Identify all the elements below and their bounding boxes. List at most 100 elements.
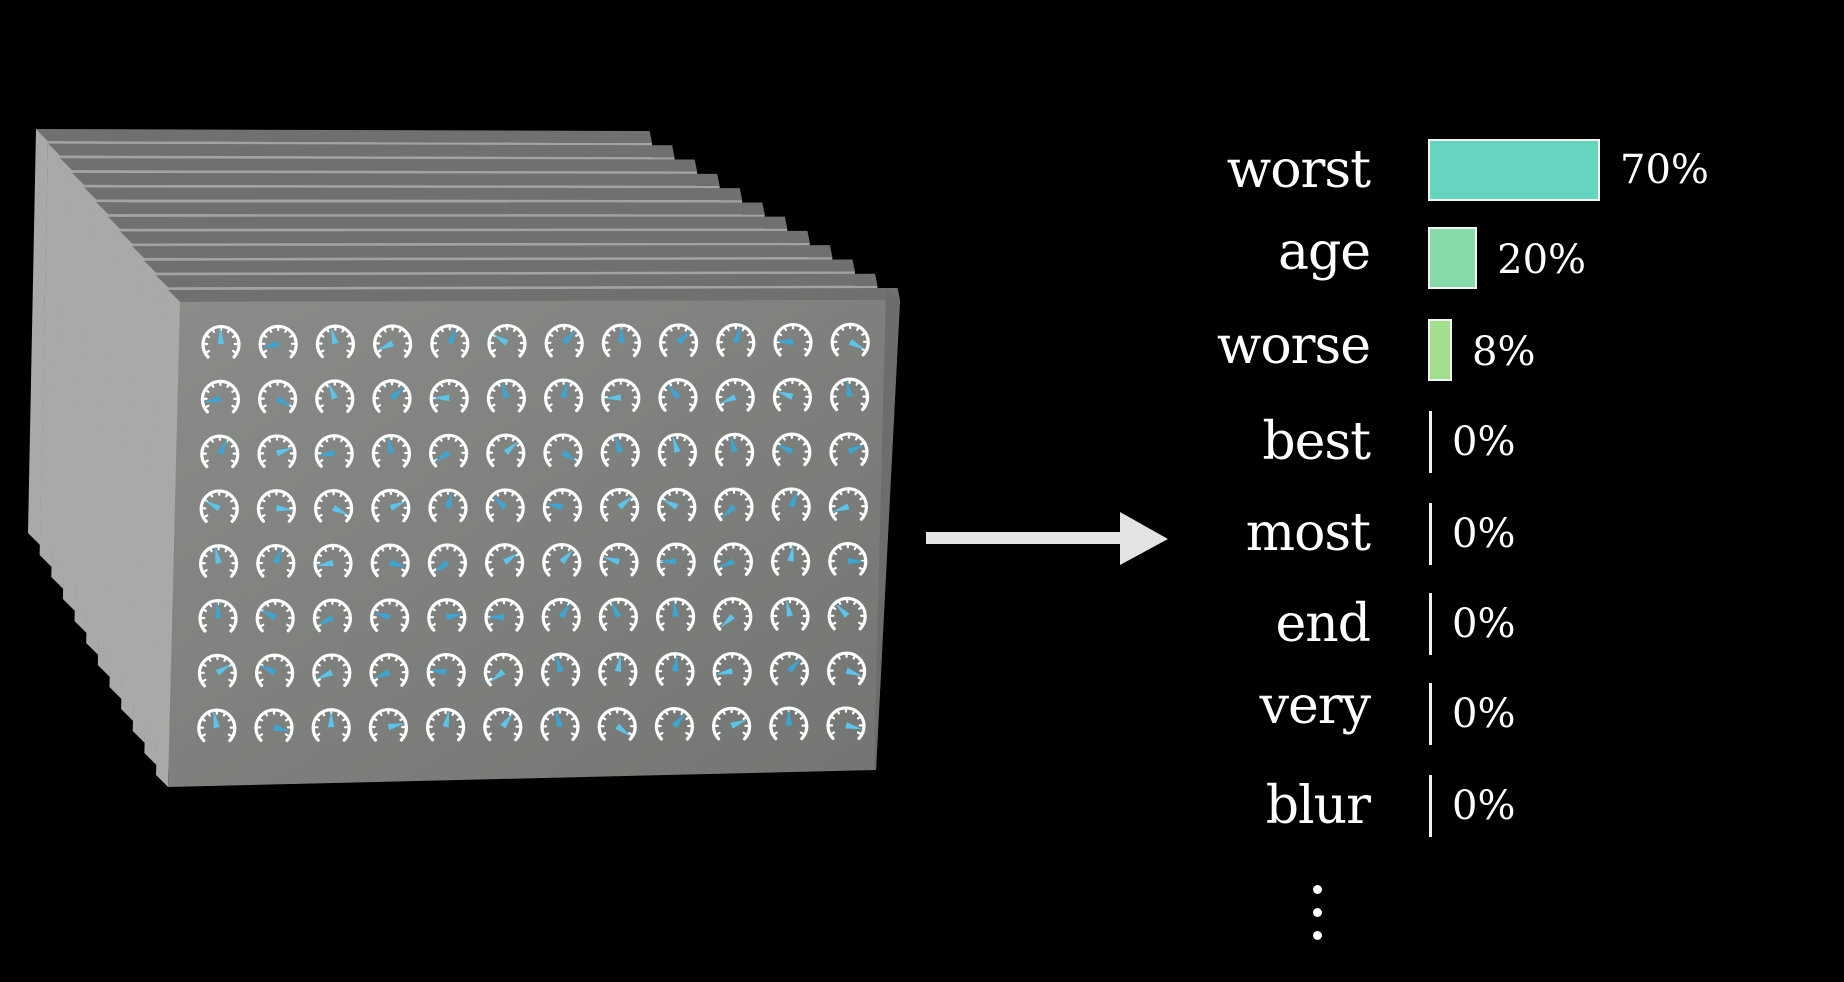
dial-icon (713, 542, 754, 577)
zero-probability-bar (1429, 775, 1432, 837)
dial-needle (489, 669, 506, 683)
dial-needle (316, 669, 334, 680)
dial-needle (487, 613, 505, 621)
probability-bar (1428, 227, 1478, 289)
probability-value: 70% (1620, 147, 1709, 193)
dial-needle (614, 654, 621, 672)
dial-icon (315, 379, 355, 413)
dial-needle (618, 325, 625, 343)
dial-icon (827, 596, 867, 631)
dial-needle (610, 601, 622, 619)
dial-icon (197, 653, 237, 688)
probability-value: 20% (1497, 237, 1587, 283)
dial-icon (656, 542, 696, 577)
dial-icon (427, 597, 467, 632)
dial-needle (217, 327, 225, 345)
dial-icon (485, 542, 525, 577)
dial-needle (215, 546, 222, 564)
dial-icon (772, 377, 813, 412)
dial-needle (787, 658, 802, 674)
dial-icon (487, 323, 527, 358)
dial-needle (446, 613, 464, 621)
dial-needle (672, 599, 679, 617)
dial-needle (715, 667, 733, 675)
dial-icon (200, 379, 240, 414)
dial-needle (317, 450, 335, 457)
dial-needle (377, 340, 394, 351)
dial-needle (389, 386, 405, 401)
dial-icon (600, 432, 640, 467)
dial-icon (428, 488, 468, 523)
dial-needle (555, 710, 564, 728)
dial-icon (198, 598, 238, 633)
probability-value: 0% (1452, 419, 1516, 465)
dial-needle (500, 712, 513, 729)
dial-icon (258, 324, 298, 359)
dial-icon (315, 324, 355, 359)
dial-needle (316, 559, 334, 567)
dial-needle (672, 435, 681, 453)
dial-icon (313, 543, 353, 578)
dial-needle (503, 441, 519, 456)
dial-icon (771, 487, 811, 522)
dial-needle (835, 603, 850, 619)
dial-icon (769, 706, 809, 741)
token-label: best (1262, 412, 1371, 472)
dial-icon (543, 433, 583, 467)
dial-icon (426, 707, 466, 742)
token-label: age (1277, 222, 1371, 282)
dial-needle (732, 325, 741, 344)
dial-needle (721, 504, 737, 519)
right-arrow-icon (926, 512, 1168, 565)
dial-icon (540, 652, 581, 687)
dial-needle (659, 558, 677, 565)
dial-needle (328, 710, 335, 728)
dial-icon (829, 377, 870, 412)
dial-icon (597, 706, 637, 741)
dial-needle (434, 450, 451, 462)
dial-needle (328, 382, 338, 400)
dial-icon (486, 378, 527, 413)
dial-needle (275, 447, 293, 457)
dial-needle (561, 449, 578, 462)
dial-icon (256, 488, 296, 523)
dial-icon (830, 322, 870, 357)
dial-icon (199, 543, 239, 578)
dial-needle (492, 334, 509, 346)
dial-icon (658, 323, 699, 357)
dial-icon (430, 323, 470, 358)
probability-value: 8% (1472, 329, 1536, 375)
dial-icon (372, 378, 412, 413)
dial-icon (601, 378, 641, 412)
dial-icon (542, 487, 583, 522)
dial-icon (201, 324, 241, 359)
dial-icon (772, 432, 812, 467)
dial-needle (776, 338, 794, 346)
dial-needle (676, 330, 691, 345)
dial-icon (542, 542, 582, 577)
probability-value: 0% (1452, 601, 1516, 647)
dial-needle (832, 503, 850, 513)
dial-icon (714, 432, 755, 467)
dial-needle (444, 491, 453, 509)
dial-icon (314, 488, 354, 523)
dial-icon (427, 543, 467, 578)
dial-icon (540, 707, 580, 742)
dial-needle (216, 438, 228, 456)
dial-needle (847, 557, 865, 565)
zero-probability-bar (1429, 593, 1432, 655)
dial-needle (272, 547, 283, 565)
dial-needle (373, 612, 391, 621)
parameter-panel-stack (28, 129, 900, 787)
dial-icon (483, 652, 524, 687)
dial-needle (717, 558, 735, 569)
dial-needle (275, 395, 292, 408)
dial-icon (426, 652, 466, 687)
dial-icon (829, 432, 869, 466)
dial-icon (769, 651, 810, 686)
dial-icon (370, 543, 410, 578)
probability-value: 0% (1452, 511, 1516, 557)
dial-needle (561, 330, 576, 345)
dial-needle (560, 381, 568, 399)
dial-needle (545, 503, 564, 511)
